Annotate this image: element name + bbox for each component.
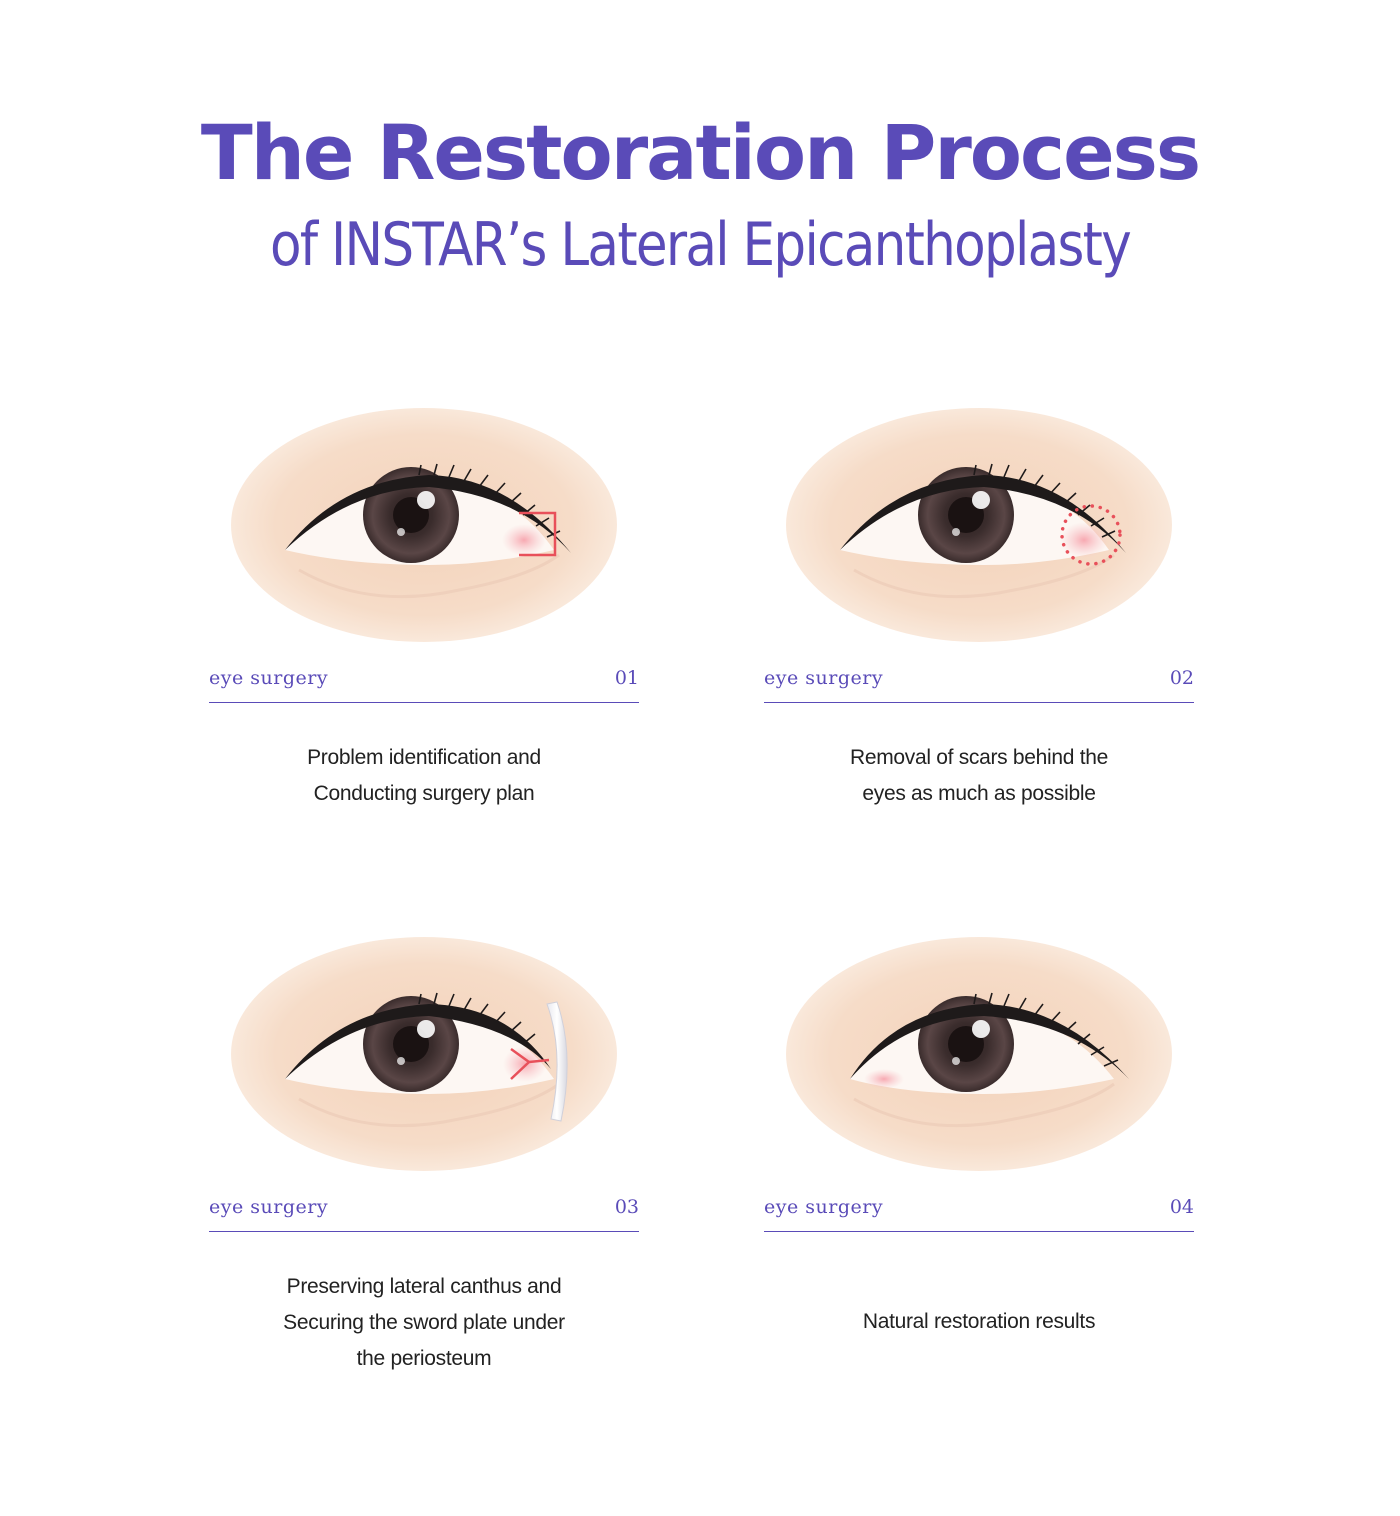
step-category: eye surgery [764, 667, 884, 689]
step-meta: eye surgery 03 [209, 1196, 639, 1226]
divider [764, 702, 1194, 703]
step-description: Problem identification and Conducting su… [307, 746, 541, 805]
step-category: eye surgery [209, 667, 329, 689]
step-meta: eye surgery 02 [764, 667, 1194, 697]
step-description: Preserving lateral canthus and Securing … [283, 1275, 565, 1370]
page-subtitle: of INSTAR’s Lateral Epicanthoplasty [269, 210, 1132, 280]
step-number: 01 [614, 667, 639, 689]
eye-illustration-1 [231, 408, 617, 642]
step-number: 03 [614, 1196, 639, 1218]
step-description: Removal of scars behind the eyes as much… [849, 746, 1109, 805]
step-meta: eye surgery 04 [764, 1196, 1194, 1226]
eye-illustration-2 [786, 408, 1172, 642]
step-number: 02 [1169, 667, 1194, 689]
eye-illustration-3 [231, 937, 617, 1171]
divider [209, 1231, 639, 1232]
step-category: eye surgery [209, 1196, 329, 1218]
step-category: eye surgery [764, 1196, 884, 1218]
eye-illustration-4 [786, 937, 1172, 1171]
step-number: 04 [1169, 1196, 1194, 1218]
page-title: The Restoration Process [200, 108, 1201, 197]
step-description: Natural restoration results [862, 1310, 1096, 1333]
divider [764, 1231, 1194, 1232]
divider [209, 702, 639, 703]
step-meta: eye surgery 01 [209, 667, 639, 697]
